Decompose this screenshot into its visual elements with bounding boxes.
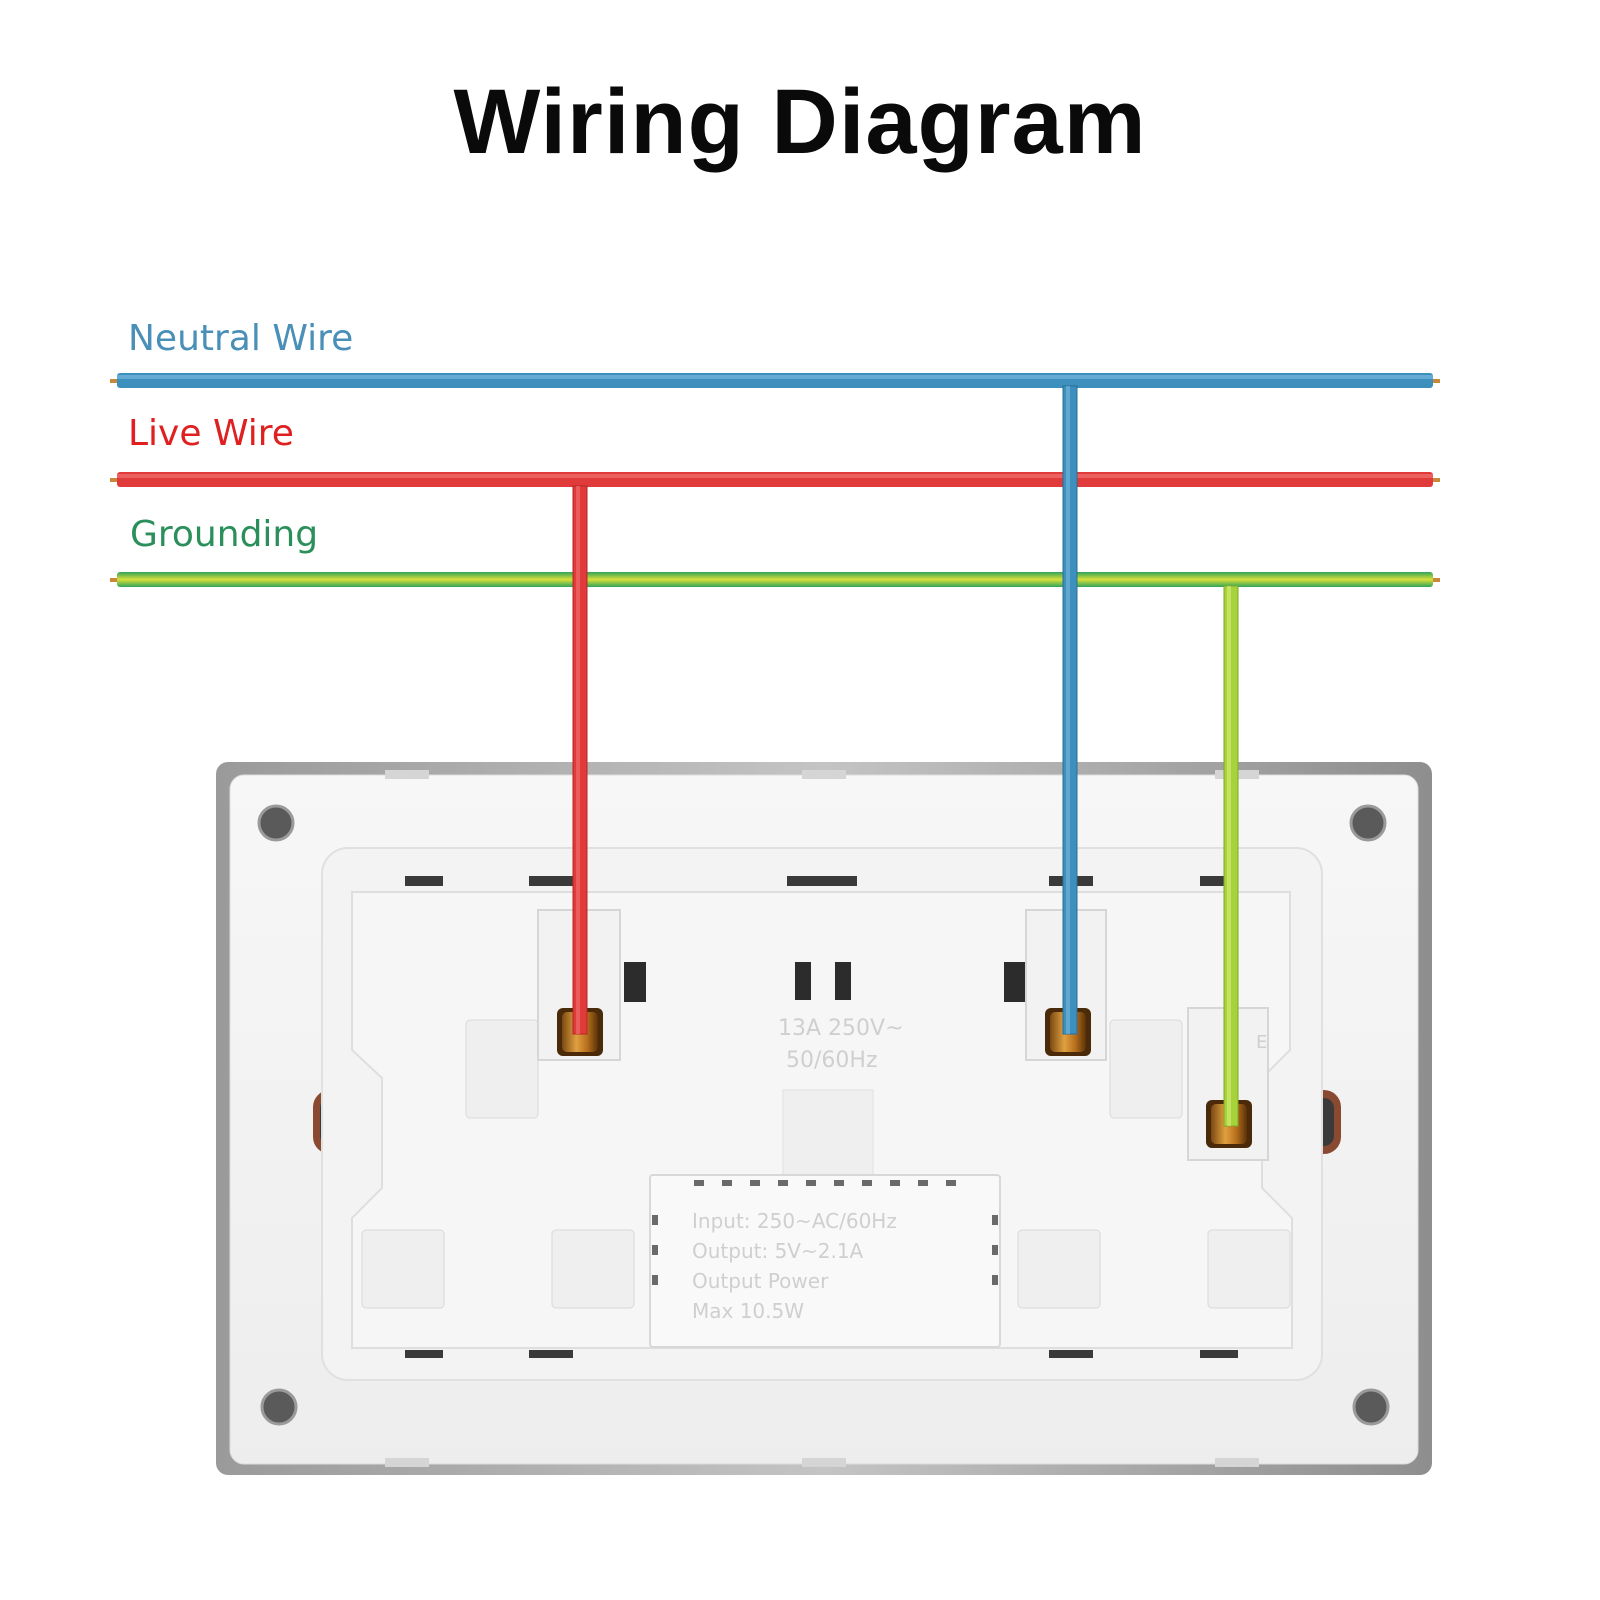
lower-block [361, 1229, 445, 1309]
usb-spec-line-1: Input: 250~AC/60Hz [692, 1209, 897, 1233]
earth-mark: E [1256, 1032, 1267, 1053]
lower-block [551, 1229, 635, 1309]
usb-spec-line-3: Output Power [692, 1269, 829, 1293]
pin-slot [624, 962, 646, 1002]
live-wire-label: Live Wire [128, 413, 294, 454]
clip [1215, 1458, 1259, 1467]
socket-backplate: 13A 250V~ 50/60Hz E Input: 250~AC/60Hz O… [216, 762, 1432, 1475]
rating-line-2: 50/60Hz [786, 1048, 878, 1073]
grounding-label: Grounding [130, 514, 319, 555]
neutral-wire-label: Neutral Wire [128, 318, 354, 359]
clip [385, 1458, 429, 1467]
mounting-hole [260, 1388, 298, 1426]
clip [385, 770, 429, 779]
terminal-block [465, 1019, 539, 1119]
clip [802, 770, 846, 779]
ground-wire [117, 572, 1433, 587]
supply-wires [110, 373, 1440, 587]
terminal-block [1109, 1019, 1183, 1119]
clip [802, 1458, 846, 1467]
lower-block [1017, 1229, 1101, 1309]
mounting-hole [1352, 1388, 1390, 1426]
rating-line-1: 13A 250V~ [778, 1016, 904, 1041]
pin-slot [795, 962, 811, 1000]
usb-spec-line-4: Max 10.5W [692, 1299, 804, 1323]
mounting-hole [257, 804, 295, 842]
usb-module [649, 1174, 1001, 1348]
pin-slot [835, 962, 851, 1000]
usb-module-vents [652, 1180, 998, 1285]
drop-wires [572, 385, 1239, 1127]
lower-block [1207, 1229, 1291, 1309]
pin-slot [1004, 962, 1026, 1002]
mounting-hole [1349, 804, 1387, 842]
usb-spec-line-2: Output: 5V~2.1A [692, 1239, 864, 1263]
page-title: Wiring Diagram [453, 71, 1147, 173]
